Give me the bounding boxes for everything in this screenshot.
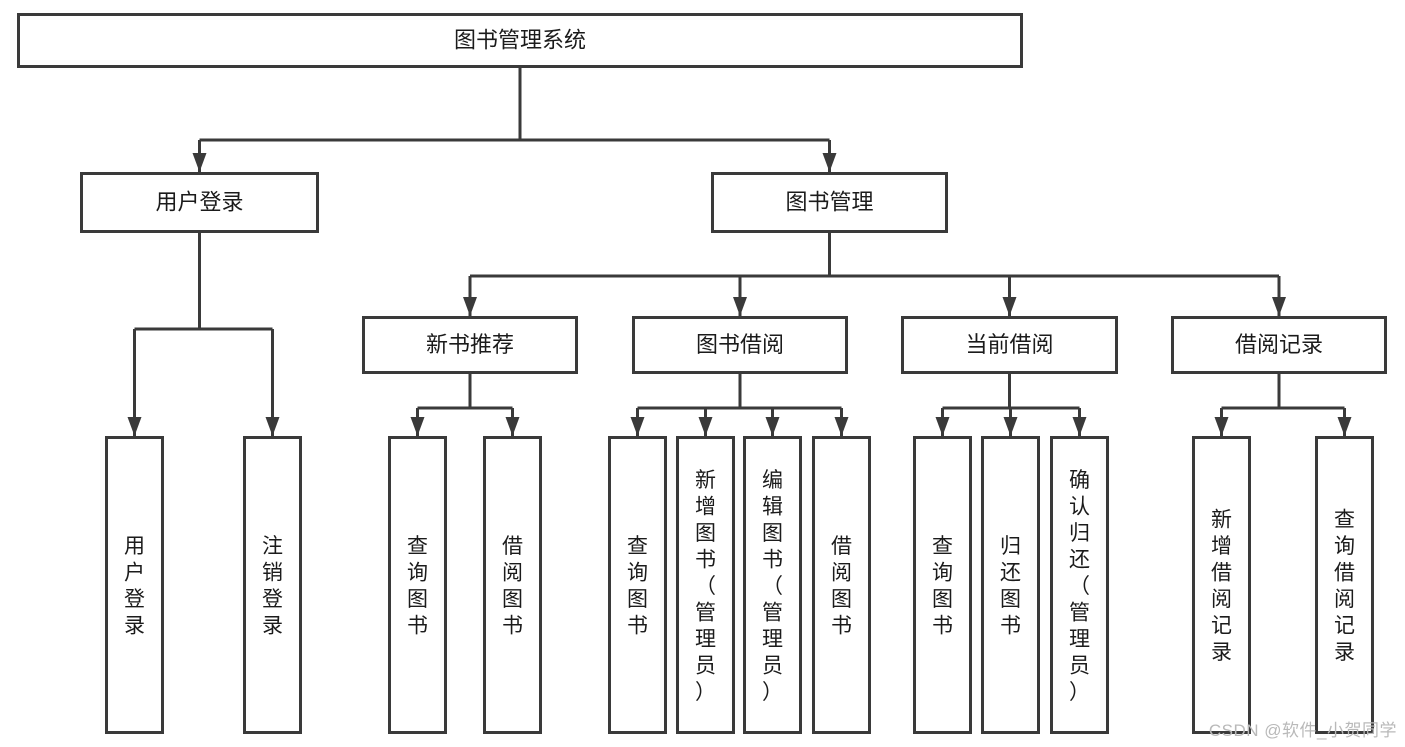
node-box-leaf-logout[interactable] (243, 436, 302, 734)
arrow-head-icon (192, 153, 207, 172)
arrow-head-icon (265, 417, 280, 436)
node-label-leaf-edit-book: 编辑图书（管理员） (762, 469, 783, 704)
node-box-leaf-confirm-return[interactable] (1050, 436, 1109, 734)
node-label-leaf-borrow-book-1: 借阅图书 (502, 535, 523, 638)
arrow-head-icon (834, 417, 849, 436)
arrow-head-icon (410, 417, 425, 436)
arrow-head-icon (733, 297, 747, 316)
arrow-head-icon (1337, 417, 1352, 436)
node-box-leaf-query-book-2[interactable] (608, 436, 667, 734)
node-box-leaf-user-login[interactable] (105, 436, 164, 734)
node-label-leaf-query-record: 查询借阅记录 (1334, 509, 1355, 665)
node-label-root: 图书管理系统 (454, 27, 586, 52)
node-box-current-borrow[interactable] (901, 316, 1118, 374)
node-box-leaf-add-record[interactable] (1192, 436, 1251, 734)
arrow-head-icon (1214, 417, 1229, 436)
node-box-book-manage[interactable] (711, 172, 948, 233)
arrow-head-icon (630, 417, 645, 436)
arrow-head-icon (698, 417, 713, 436)
node-label-book-borrow: 图书借阅 (696, 332, 784, 357)
node-label-leaf-user-login: 用户登录 (124, 535, 145, 638)
arrow-head-icon (505, 417, 520, 436)
node-box-new-book-rec[interactable] (362, 316, 578, 374)
node-label-borrow-record: 借阅记录 (1235, 332, 1323, 357)
arrow-head-icon (463, 297, 477, 316)
node-label-leaf-logout: 注销登录 (262, 535, 283, 638)
node-box-leaf-borrow-book-1[interactable] (483, 436, 542, 734)
node-box-leaf-query-book-3[interactable] (913, 436, 972, 734)
node-box-borrow-record[interactable] (1171, 316, 1387, 374)
arrow-head-icon (1002, 297, 1017, 316)
node-box-book-borrow[interactable] (632, 316, 848, 374)
node-label-new-book-rec: 新书推荐 (426, 332, 514, 357)
node-box-leaf-query-record[interactable] (1315, 436, 1374, 734)
node-label-user-login: 用户登录 (155, 189, 243, 214)
arrow-head-icon (765, 417, 780, 436)
node-box-leaf-return-book[interactable] (981, 436, 1040, 734)
node-box-leaf-edit-book[interactable] (743, 436, 802, 734)
node-box-leaf-query-book-1[interactable] (388, 436, 447, 734)
node-label-leaf-borrow-book-2: 借阅图书 (831, 535, 852, 638)
node-box-leaf-borrow-book-2[interactable] (812, 436, 871, 734)
node-label-leaf-add-book: 新增图书（管理员） (695, 469, 716, 704)
node-box-root[interactable] (17, 13, 1023, 68)
arrow-head-icon (935, 417, 950, 436)
watermark-label: CSDN @软件_小贺同学 (1208, 721, 1397, 740)
node-label-current-borrow: 当前借阅 (965, 332, 1053, 357)
arrow-head-icon (127, 417, 142, 436)
arrow-head-icon (1072, 417, 1087, 436)
node-box-user-login[interactable] (80, 172, 319, 233)
arrow-head-icon (1272, 297, 1286, 316)
node-label-leaf-query-book-3: 查询图书 (932, 535, 953, 638)
arrow-head-icon (1003, 417, 1018, 436)
node-label-book-manage: 图书管理 (785, 189, 873, 214)
node-box-leaf-add-book[interactable] (676, 436, 735, 734)
node-label-leaf-add-record: 新增借阅记录 (1211, 509, 1232, 665)
node-label-leaf-query-book-1: 查询图书 (407, 535, 428, 638)
node-label-leaf-query-book-2: 查询图书 (627, 535, 648, 638)
arrow-head-icon (822, 153, 837, 172)
node-label-leaf-return-book: 归还图书 (1000, 535, 1021, 638)
node-label-leaf-confirm-return: 确认归还（管理员） (1069, 469, 1090, 704)
